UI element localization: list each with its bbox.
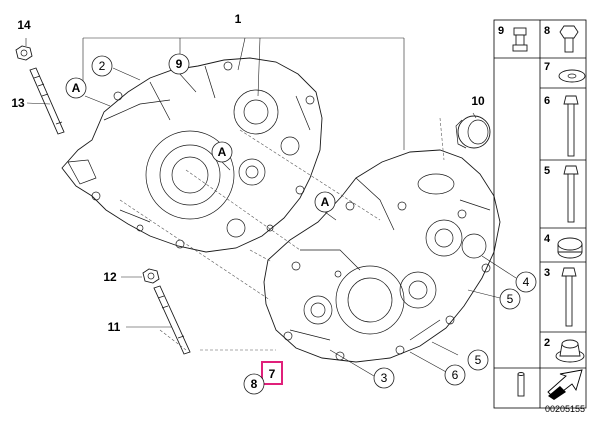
svg-text:6: 6 [544, 95, 550, 107]
svg-text:A: A [321, 195, 330, 209]
svg-text:5: 5 [544, 165, 550, 177]
svg-text:A: A [72, 81, 81, 95]
svg-text:7: 7 [544, 61, 550, 73]
svg-text:10: 10 [471, 94, 485, 108]
sealing-plug-10[interactable] [455, 115, 491, 149]
svg-text:5: 5 [507, 292, 514, 306]
svg-text:7: 7 [269, 367, 276, 381]
right-crankcase-half[interactable] [263, 149, 501, 363]
dowel-pin-icon [517, 372, 525, 397]
callout-1: 1 [235, 12, 242, 26]
svg-text:1: 1 [235, 12, 242, 26]
callout-5-upper: 5 [499, 288, 521, 310]
pin-part-7-highlighted[interactable] [261, 361, 283, 385]
callout-9: 9 [168, 53, 190, 75]
callout-5-lower: 5 [467, 349, 489, 371]
svg-text:3: 3 [544, 267, 550, 279]
callout-14: 14 [17, 18, 31, 32]
callout-2: 2 [91, 55, 113, 77]
svg-text:A: A [218, 145, 227, 159]
collar-nut-icon [555, 339, 585, 363]
callout-13: 13 [11, 96, 25, 110]
svg-text:8: 8 [251, 377, 258, 391]
callout-11: 11 [108, 320, 121, 334]
callout-10: 10 [471, 94, 485, 108]
svg-text:8: 8 [544, 25, 550, 37]
long-bolt-icon [563, 95, 579, 157]
fitting-icon [512, 27, 528, 52]
leader-lines [25, 37, 517, 377]
parts-legend-sidebar [493, 19, 587, 409]
svg-text:2: 2 [99, 59, 106, 73]
svg-text:9: 9 [498, 25, 504, 37]
callout-4: 4 [515, 271, 537, 293]
svg-text:4: 4 [544, 233, 551, 245]
svg-text:13: 13 [11, 96, 25, 110]
svg-text:11: 11 [108, 320, 121, 334]
legend-cell-3[interactable]: 3 [544, 267, 577, 327]
bolt-icon [563, 165, 579, 223]
callout-a-2: A [211, 141, 233, 163]
diagram-code: 00205155 [545, 404, 585, 414]
nut-14[interactable] [15, 45, 33, 61]
washer-icon [558, 69, 586, 83]
legend-cell-arrow: 00205155 [545, 369, 585, 414]
legend-cell-6[interactable]: 6 [544, 95, 579, 157]
svg-text:14: 14 [17, 18, 31, 32]
direction-arrow-icon [547, 369, 583, 400]
legend-cell-2[interactable]: 2 [544, 337, 585, 363]
svg-text:6: 6 [452, 368, 459, 382]
legend-cell-9[interactable]: 9 [498, 25, 528, 52]
svg-text:12: 12 [103, 270, 117, 284]
callout-6: 6 [444, 364, 466, 386]
legend-cell-7[interactable]: 7 [544, 61, 586, 83]
short-bolt-icon [561, 267, 577, 327]
callout-a-1: A [65, 77, 87, 99]
legend-cell-5[interactable]: 5 [544, 165, 579, 223]
svg-text:5: 5 [475, 353, 482, 367]
dashed-assembly-lines [119, 117, 445, 351]
stud-bolt-11[interactable] [153, 285, 191, 355]
callout-7: 7 [269, 367, 276, 381]
callout-a-3: A [314, 191, 336, 213]
cap-icon [557, 237, 583, 259]
svg-text:4: 4 [523, 275, 530, 289]
callout-3: 3 [373, 367, 395, 389]
nut-12[interactable] [142, 268, 160, 284]
stud-bolt-13[interactable] [29, 67, 65, 135]
svg-text:3: 3 [381, 371, 388, 385]
left-crankcase-half[interactable] [61, 57, 323, 253]
svg-text:9: 9 [176, 57, 183, 71]
legend-cell-pin[interactable] [517, 372, 525, 397]
callout-8: 8 [243, 373, 265, 395]
legend-cell-4[interactable]: 4 [544, 233, 583, 259]
hex-nut-icon [559, 25, 579, 53]
svg-text:2: 2 [544, 337, 550, 349]
callout-12: 12 [103, 270, 117, 284]
legend-cell-8[interactable]: 8 [544, 25, 579, 53]
